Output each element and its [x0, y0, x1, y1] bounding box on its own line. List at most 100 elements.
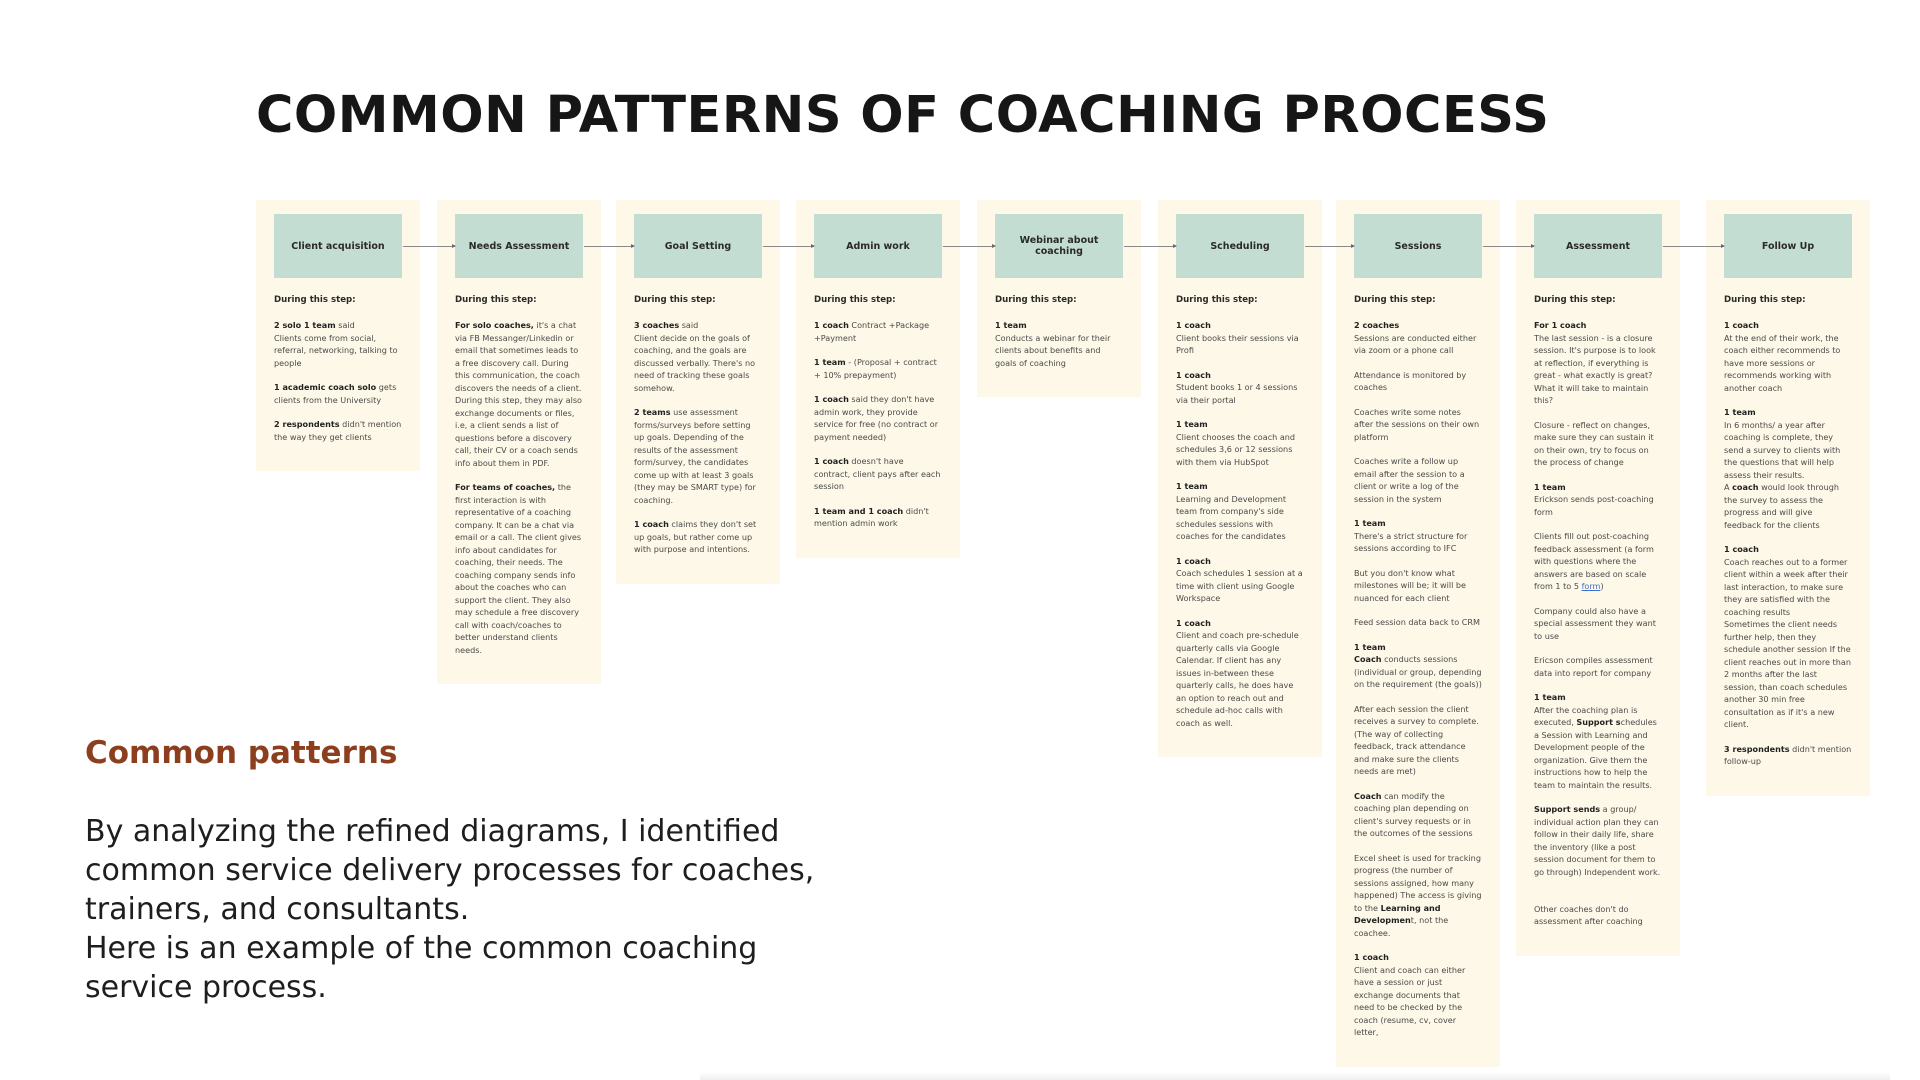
step-box: Sessions [1354, 214, 1482, 278]
respondent-count: 1 team [1354, 518, 1386, 528]
respondent-count: Support s [1576, 717, 1621, 727]
step-column-needs-assessment: Needs Assessment During this step: For s… [437, 200, 601, 684]
step-note: 1 academic coach solo gets clients from … [274, 382, 397, 405]
step-column-goal-setting: Goal Setting During this step: 3 coaches… [616, 200, 780, 584]
respondent-count: 2 respondents [274, 419, 340, 429]
step-note: 1 coach claims they don't set up goals, … [634, 519, 757, 554]
step-note: Clients fill out post-coaching feedback … [1534, 531, 1654, 591]
during-label: During this step: [1534, 295, 1616, 305]
respondent-count: 1 academic coach solo [274, 382, 377, 392]
respondent-count: 1 coach [1176, 320, 1211, 330]
step-note: Other coaches don't do assessment after … [1534, 903, 1643, 927]
form-link[interactable]: form [1581, 581, 1601, 591]
arrow-connector [1305, 244, 1355, 248]
description-text: By analyzing the refined diagrams, I ide… [85, 814, 815, 1005]
step-note: For teams of coaches, the first interact… [455, 482, 582, 655]
step-note: 1 team and 1 coach didn't mention admin … [814, 505, 929, 529]
step-note: 1 coach Contract +Package +Payment [814, 320, 930, 343]
step-note: Attendance is monitored by coaches [1354, 369, 1467, 393]
respondent-count: 1 team [1724, 407, 1756, 417]
step-box: Admin work [814, 214, 942, 278]
arrow-connector [763, 244, 815, 248]
respondent-count: 2 teams [634, 407, 671, 417]
step-box: Needs Assessment [455, 214, 583, 278]
respondent-count: 1 coach [1176, 369, 1211, 380]
respondent-count: 1 coach [814, 320, 849, 330]
step-box: Follow Up [1724, 214, 1852, 278]
respondent-count: 1 team [1176, 481, 1208, 491]
respondent-count: 1 coach [1176, 617, 1211, 628]
during-label: During this step: [455, 295, 537, 305]
during-label: During this step: [1176, 295, 1258, 305]
step-column-client-acquisition: Client acquisition During this step: 2 s… [256, 200, 420, 471]
step-note: Excel sheet is used for tracking progres… [1354, 852, 1482, 938]
respondent-count: Support sends [1534, 804, 1601, 814]
step-notes: For solo coaches, it's a chat via FB Mes… [455, 319, 583, 656]
step-note: After each session the client receives a… [1354, 703, 1479, 777]
step-note: 1 coach doesn't have contract, client pa… [814, 456, 941, 491]
respondent-count: For 1 coach [1534, 320, 1587, 330]
respondent-count: 1 team and 1 coach [814, 505, 904, 516]
step-note: 2 teams use assessment forms/surveys bef… [634, 407, 756, 505]
step-note: But you don't know what milestones will … [1354, 567, 1467, 603]
step-note: 1 coach said they don't have admin work,… [814, 394, 939, 442]
step-note: 1 team - (Proposal + contract + 10% prep… [814, 357, 937, 380]
step-column-assessment: Assessment During this step: For 1 coach… [1516, 200, 1680, 956]
respondent-count: 1 coach [634, 519, 669, 529]
respondent-count: Coach [1354, 654, 1382, 664]
respondent-count: For solo coaches, [455, 320, 534, 330]
respondent-count: Learning and Developmen [1354, 902, 1441, 926]
step-box: Webinar about coaching [995, 214, 1123, 278]
respondent-count: 1 coach [814, 456, 849, 466]
respondent-count: 3 coaches [634, 320, 680, 330]
respondent-count: 1 coach [1354, 952, 1389, 962]
respondent-count: 3 respondents [1724, 743, 1790, 754]
respondent-count: 1 coach [1724, 320, 1759, 330]
step-note: 3 respondents didn't mention follow-up [1724, 743, 1852, 767]
arrow-connector [1483, 244, 1535, 248]
during-label: During this step: [814, 295, 896, 305]
arrow-connector [1124, 244, 1177, 248]
respondent-count: 1 team [814, 357, 846, 367]
arrow-connector [943, 244, 996, 248]
during-label: During this step: [1354, 295, 1436, 305]
respondent-count: For teams of coaches, [455, 482, 556, 492]
step-note: Company could also have a special assess… [1534, 605, 1656, 641]
during-label: During this step: [274, 295, 356, 305]
step-box: Assessment [1534, 214, 1662, 278]
respondent-count: Coach [1354, 790, 1382, 801]
step-column-webinar: Webinar about coaching During this step:… [977, 200, 1141, 397]
respondent-count: 1 team [1534, 692, 1566, 702]
step-note: Closure - reflect on changes, make sure … [1534, 419, 1654, 468]
step-note: Support sends a group/ individual action… [1534, 804, 1661, 877]
step-box: Goal Setting [634, 214, 762, 278]
bottom-shadow-bar [700, 1072, 1890, 1080]
step-note: Feed session data back to CRM [1354, 617, 1480, 627]
page-title: COMMON PATTERNS OF COACHING PROCESS [256, 86, 1550, 145]
